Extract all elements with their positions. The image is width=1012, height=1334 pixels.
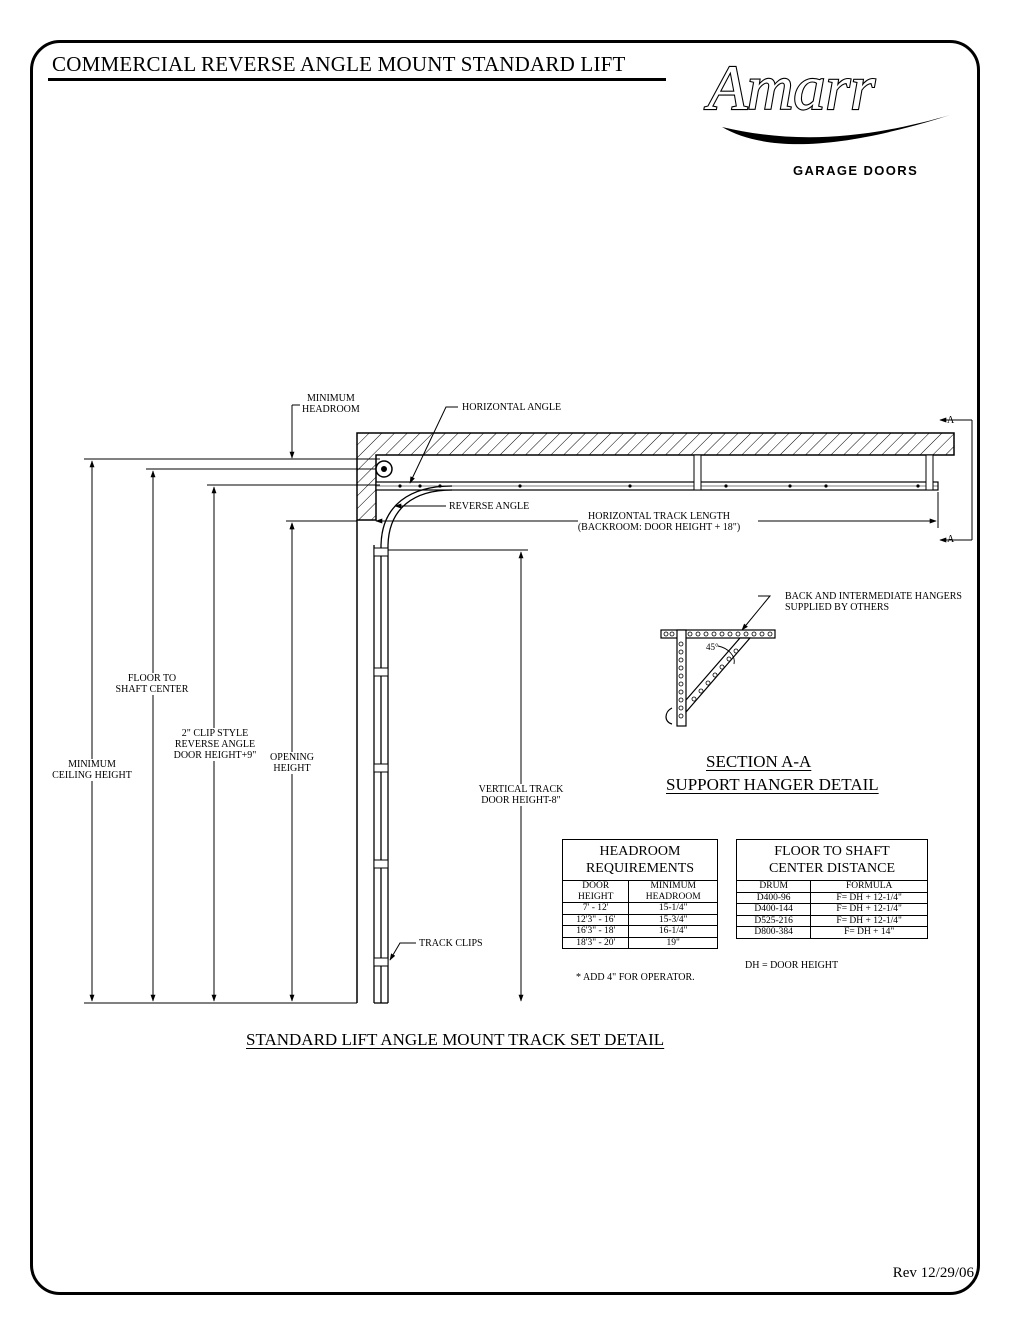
leader-lines (389, 406, 458, 961)
table-row: 7' - 12'15-1/4" (561, 902, 718, 915)
section-a-a-heading: SECTION A-A (706, 752, 812, 771)
label-opening-height: OPENING HEIGHT (265, 752, 319, 774)
horizontal-track (375, 454, 939, 491)
ceiling-structure (356, 432, 955, 1003)
svg-text:Amarr: Amarr (704, 52, 876, 123)
label-angle-45: 45° (706, 642, 719, 652)
vertical-track (373, 485, 453, 1004)
section-marker-bottom: A (947, 534, 955, 545)
label-minimum-headroom: MINIMUM HEADROOM (302, 393, 360, 415)
dimension-lines (84, 404, 973, 1004)
table-row: 18'3" - 20'19" (561, 936, 718, 949)
brand-logo: Amarr (703, 51, 950, 145)
column-header: FORMULA (810, 880, 928, 893)
label-track-clips: TRACK CLIPS (419, 938, 483, 949)
label-floor-to-shaft-center: FLOOR TO SHAFT CENTER (108, 673, 196, 695)
track-clip-marks (373, 547, 389, 967)
label-reverse-angle: REVERSE ANGLE (449, 501, 530, 512)
label-minimum-ceiling-height: MINIMUM CEILING HEIGHT (46, 759, 138, 781)
label-vertical-track: VERTICAL TRACK DOOR HEIGHT-8" (472, 784, 570, 806)
label-hangers-callout: BACK AND INTERMEDIATE HANGERS SUPPLIED B… (785, 591, 962, 613)
sheet-border (30, 40, 980, 1295)
sheet-title: COMMERCIAL REVERSE ANGLE MOUNT STANDARD … (52, 52, 626, 76)
brand-tagline: GARAGE DOORS (793, 163, 919, 178)
revision-date: Rev 12/29/06 (892, 1265, 974, 1281)
drum-shaft (375, 460, 393, 478)
table-row: 12'3" - 16'15-3/4" (561, 913, 718, 926)
support-hanger-detail (660, 595, 776, 727)
table-row: 16'3" - 18'16-1/4" (561, 925, 718, 938)
table-header-row: DRUM FORMULA (735, 880, 928, 893)
label-clip-style-reverse-angle: 2" CLIP STYLE REVERSE ANGLE DOOR HEIGHT+… (168, 728, 262, 761)
shaft-footnote: DH = DOOR HEIGHT (745, 960, 839, 971)
section-marker-top: A (947, 415, 955, 426)
support-hanger-detail-heading: SUPPORT HANGER DETAIL (666, 775, 879, 794)
label-horizontal-angle: HORIZONTAL ANGLE (462, 402, 562, 413)
column-header: DRUM (735, 880, 812, 893)
title-underline (48, 78, 666, 81)
headroom-footnote: * ADD 4" FOR OPERATOR. (576, 972, 695, 983)
label-horizontal-track-length: HORIZONTAL TRACK LENGTH (BACKROOM: DOOR … (577, 511, 741, 533)
track-set-detail-caption: STANDARD LIFT ANGLE MOUNT TRACK SET DETA… (246, 1030, 665, 1049)
